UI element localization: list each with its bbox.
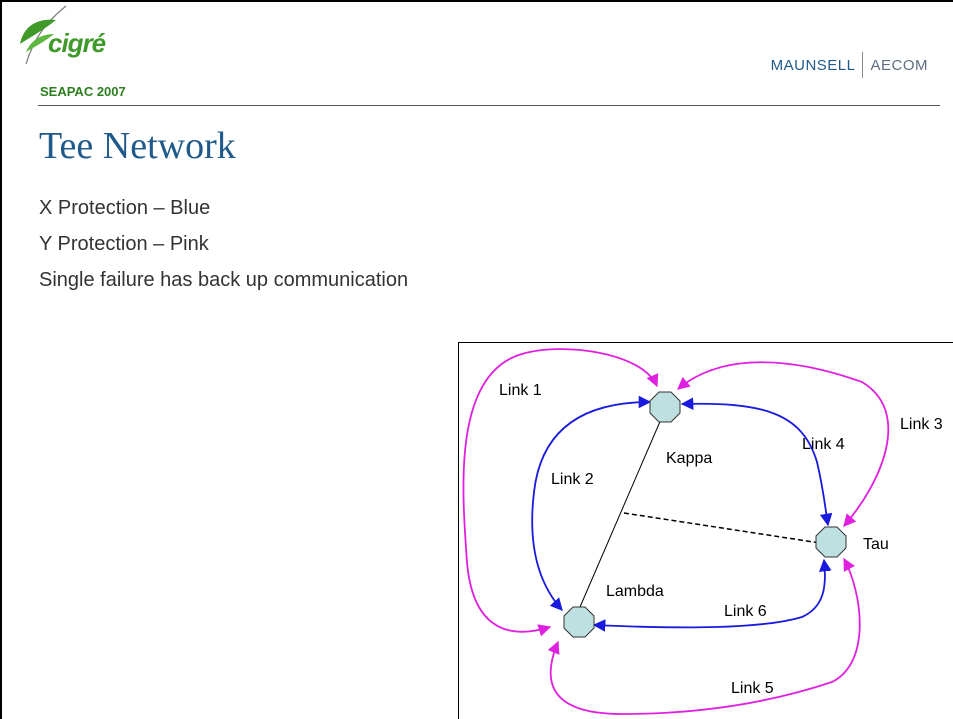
label-link3: Link 3 xyxy=(900,416,943,433)
event-label: SEAPAC 2007 xyxy=(40,84,126,99)
link1-path xyxy=(462,348,659,637)
tee-network-diagram: Kappa Tau Lambda Link 1 Link 2 Link 3 Li… xyxy=(458,342,953,719)
header-divider xyxy=(38,105,940,106)
label-link1: Link 1 xyxy=(499,382,542,399)
link3-path xyxy=(677,361,890,527)
node-tau xyxy=(815,526,847,558)
label-tau: Tau xyxy=(863,536,889,553)
cigre-logo-text: cigré xyxy=(48,28,106,58)
company-logo: MAUNSELL AECOM xyxy=(771,52,928,78)
link4-path xyxy=(680,397,833,527)
link6-path xyxy=(592,558,832,632)
slide-title: Tee Network xyxy=(39,125,236,167)
cigre-logo-icon xyxy=(20,5,67,65)
logo-divider xyxy=(862,52,864,78)
link5-path xyxy=(547,557,861,715)
node-kappa xyxy=(649,391,681,423)
label-kappa: Kappa xyxy=(666,450,712,467)
label-link2: Link 2 xyxy=(551,471,594,488)
label-link4: Link 4 xyxy=(802,436,845,453)
bullet-backup: Single failure has back up communication xyxy=(39,269,409,291)
bullet-list: X Protection – Blue Y Protection – Pink … xyxy=(39,196,408,304)
node-lambda xyxy=(563,606,595,638)
company-secondary: AECOM xyxy=(870,56,928,74)
label-link5: Link 5 xyxy=(731,680,774,697)
company-primary: MAUNSELL xyxy=(770,56,856,74)
link2-path xyxy=(531,395,652,611)
diagram-frame xyxy=(458,342,953,719)
bullet-y-protection: Y Protection – Pink xyxy=(39,233,209,255)
tee-branch-dashed xyxy=(623,512,821,544)
tee-line-kappa-lambda xyxy=(579,409,666,608)
bullet-x-protection: X Protection – Blue xyxy=(39,197,211,219)
label-lambda: Lambda xyxy=(606,583,664,600)
label-link6: Link 6 xyxy=(724,603,767,620)
